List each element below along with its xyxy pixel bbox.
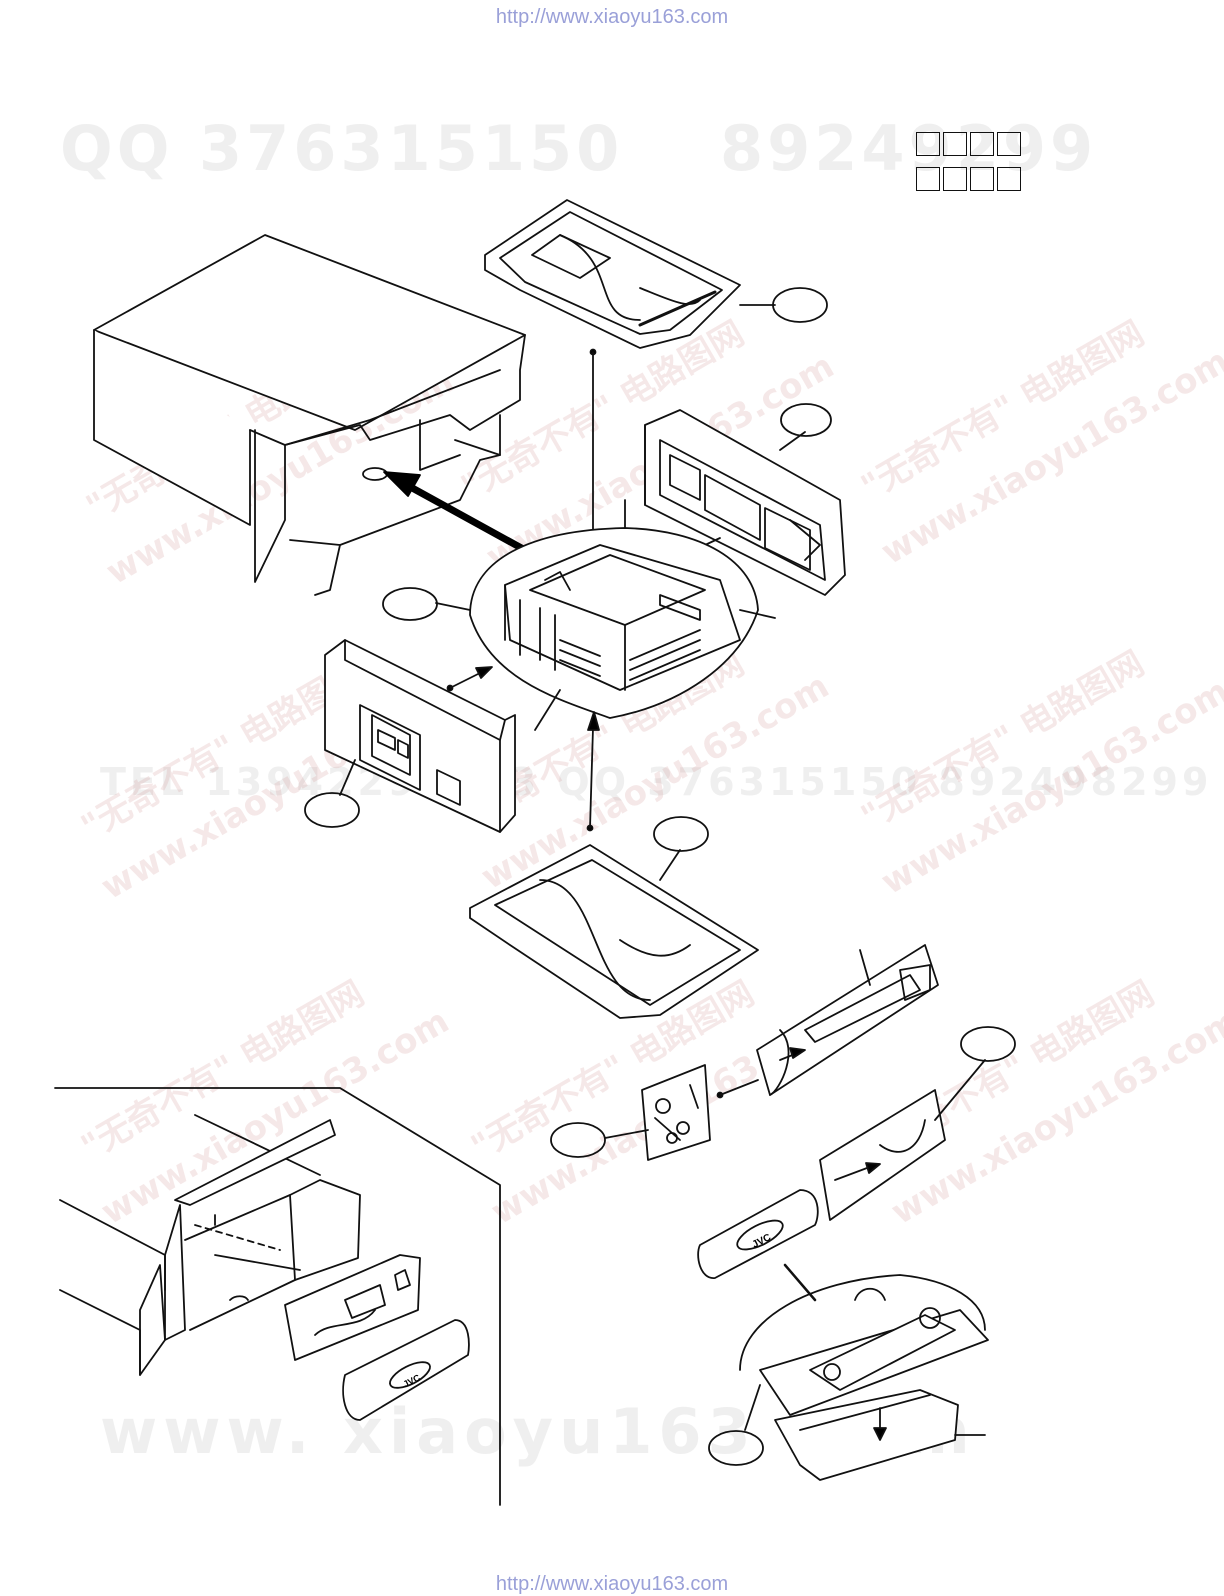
instruction-sheet-top [485,200,827,348]
footer-url[interactable]: http://www.xiaoyu163.com [0,1573,1224,1596]
faceplate-case [709,1275,988,1480]
faceplate-jvc: JVC [698,1190,818,1300]
wiring-harness-bag [757,945,938,1095]
inset-carton-detail: JVC [60,1115,469,1420]
foam-cushion-left [305,640,515,832]
